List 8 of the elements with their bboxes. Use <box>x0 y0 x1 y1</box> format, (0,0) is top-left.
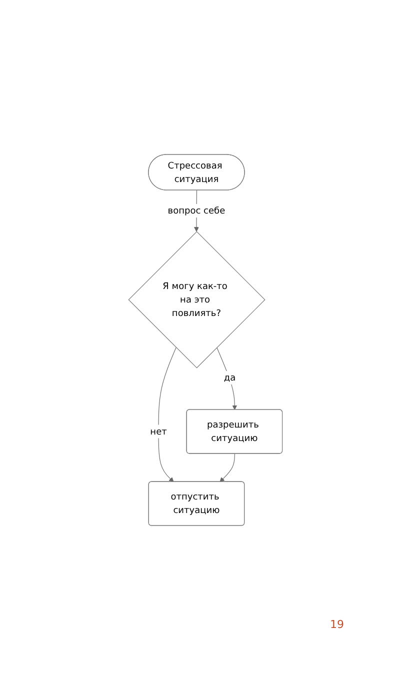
edge-label: вопрос себе <box>167 205 225 216</box>
edge-label: нет <box>150 426 166 437</box>
arrow <box>216 347 237 410</box>
page-number: 19 <box>330 618 344 631</box>
arrow <box>158 347 176 482</box>
edge-label: да <box>223 372 236 383</box>
arrow <box>219 453 235 482</box>
node-diamond: Я могу как-то на это повлиять? <box>128 231 265 368</box>
